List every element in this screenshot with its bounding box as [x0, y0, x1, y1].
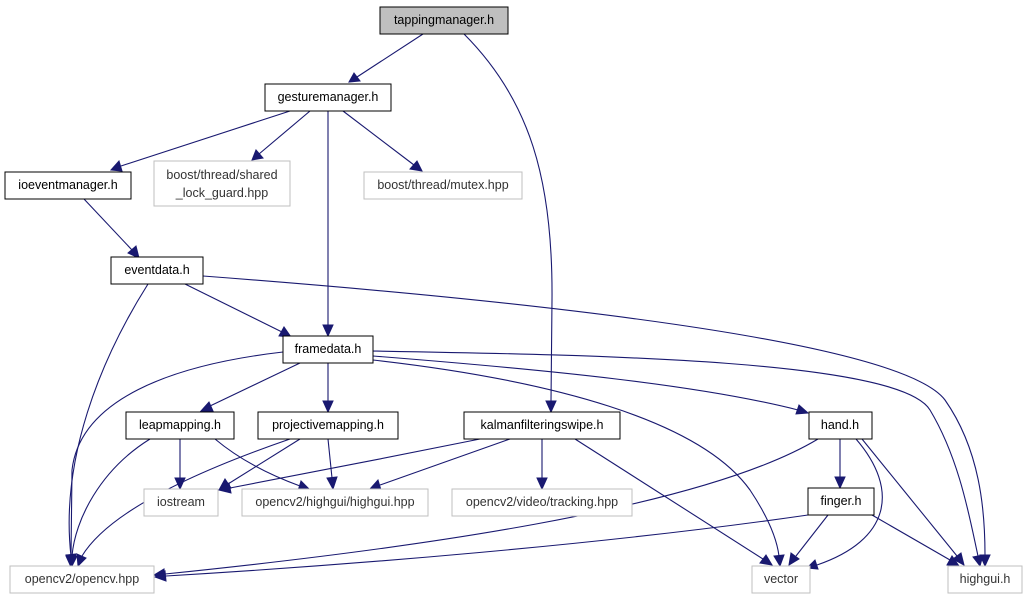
edge-framedata-to-projectivemapping [322, 363, 334, 414]
edge-tappingmanager-to-gesturemanager [348, 33, 424, 83]
edge-finger-to-vector [788, 514, 829, 566]
edge-kalmanfilteringswipe-to-iostream [217, 438, 481, 494]
node-vector[interactable]: vector [751, 565, 811, 594]
node-label: opencv2/opencv.hpp [25, 572, 139, 586]
node-label: vector [764, 572, 798, 586]
edge-gesturemanager-to-framedata [322, 111, 334, 338]
edge-ioeventmanager-to-eventdata [83, 198, 140, 259]
node-label: framedata.h [295, 342, 362, 356]
node-projectivemapping[interactable]: projectivemapping.h [257, 411, 399, 440]
edge-hand-to-highgui-h [861, 438, 965, 566]
edge-hand-to-finger [834, 439, 846, 490]
node-label: highgui.h [960, 572, 1011, 586]
node-label: gesturemanager.h [278, 90, 379, 104]
node-label: boost/thread/mutex.hpp [377, 178, 508, 192]
node-shared-lock-guard[interactable]: boost/thread/shared _lock_guard.hpp [153, 160, 291, 207]
node-label-line1: boost/thread/shared [166, 168, 277, 182]
node-label-line2: _lock_guard.hpp [175, 186, 268, 200]
node-label: iostream [157, 495, 205, 509]
node-framedata[interactable]: framedata.h [282, 335, 374, 364]
node-ioeventmanager[interactable]: ioeventmanager.h [4, 171, 132, 200]
node-label: hand.h [821, 418, 859, 432]
edges-layer [65, 33, 991, 582]
node-iostream[interactable]: iostream [143, 488, 219, 517]
node-label: leapmapping.h [139, 418, 221, 432]
edge-finger-to-highgui-h [871, 514, 961, 567]
node-opencv[interactable]: opencv2/opencv.hpp [9, 565, 155, 594]
edge-kalmanfilteringswipe-to-tracking [536, 439, 548, 491]
node-label: finger.h [820, 494, 861, 508]
edge-leapmapping-to-opencv [66, 438, 151, 568]
node-label: opencv2/highgui/highgui.hpp [255, 495, 414, 509]
edge-framedata-to-vector [372, 359, 785, 568]
node-label: projectivemapping.h [272, 418, 384, 432]
edge-gesturemanager-to-shared-lock-guard [251, 110, 311, 161]
node-label: opencv2/video/tracking.hpp [466, 495, 618, 509]
edge-kalmanfilteringswipe-to-vector [574, 438, 773, 566]
node-leapmapping[interactable]: leapmapping.h [125, 411, 235, 440]
edge-eventdata-to-framedata [184, 283, 293, 338]
edge-projectivemapping-to-highgui-hpp [326, 438, 338, 491]
edge-finger-to-opencv [153, 514, 809, 582]
edge-framedata-to-opencv [65, 351, 284, 569]
node-highgui-h[interactable]: highgui.h [947, 565, 1023, 594]
node-tappingmanager[interactable]: tappingmanager.h [379, 6, 509, 35]
edge-framedata-to-hand [372, 355, 810, 415]
node-gesturemanager[interactable]: gesturemanager.h [264, 83, 392, 112]
node-finger[interactable]: finger.h [807, 487, 875, 516]
edge-gesturemanager-to-mutex [342, 110, 423, 172]
node-label: kalmanfilteringswipe.h [481, 418, 604, 432]
node-highgui-hpp[interactable]: opencv2/highgui/highgui.hpp [241, 488, 429, 517]
node-hand[interactable]: hand.h [808, 411, 873, 440]
node-label: ioeventmanager.h [18, 178, 117, 192]
node-label: tappingmanager.h [394, 13, 494, 27]
node-mutex[interactable]: boost/thread/mutex.hpp [363, 171, 523, 200]
node-label: eventdata.h [124, 263, 189, 277]
node-kalmanfilteringswipe[interactable]: kalmanfilteringswipe.h [463, 411, 621, 440]
edge-gesturemanager-to-ioeventmanager [109, 110, 291, 172]
edge-tappingmanager-to-kalmanfilteringswipe [463, 33, 557, 414]
nodes-layer: tappingmanager.h gesturemanager.h ioeven… [4, 6, 1023, 594]
node-tracking[interactable]: opencv2/video/tracking.hpp [451, 488, 633, 517]
node-eventdata[interactable]: eventdata.h [110, 256, 204, 285]
edge-framedata-to-leapmapping [199, 362, 301, 412]
edge-framedata-to-highgui-h [372, 350, 984, 568]
